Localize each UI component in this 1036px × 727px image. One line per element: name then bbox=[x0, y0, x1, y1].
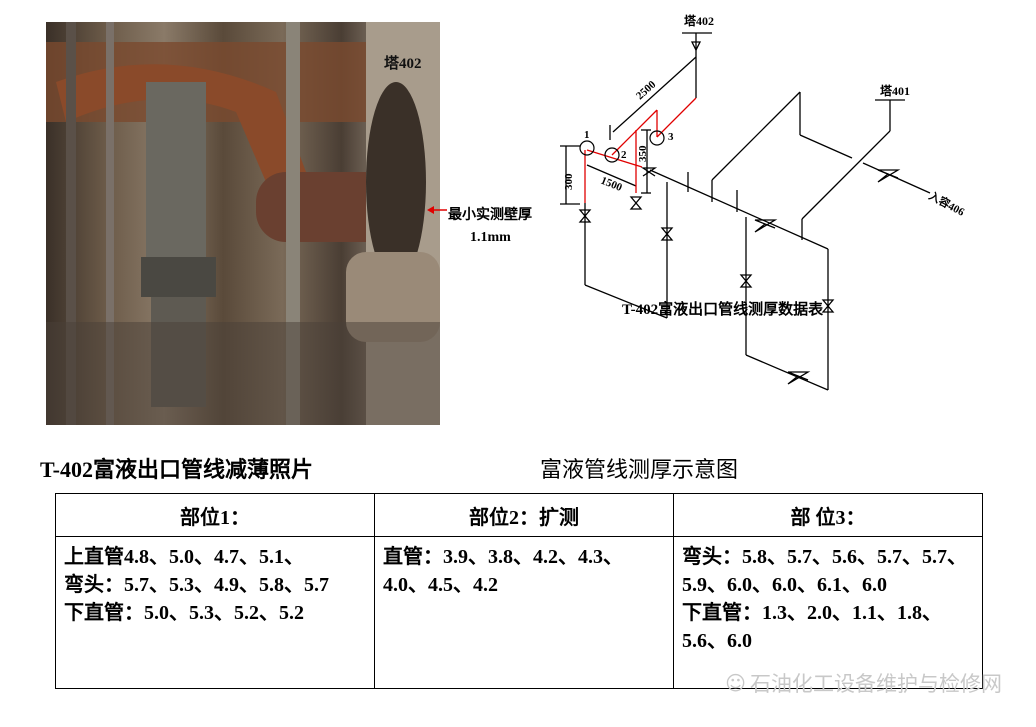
cell-location-2: 直管：3.9、3.8、4.2、4.3、4.0、4.5、4.2 bbox=[374, 536, 674, 689]
lower-straight-readings: 下直管：1.3、2.0、1.1、1.8、5.6、6.0 bbox=[682, 602, 942, 652]
watermark-text: 石油化工设备维护与检修网 bbox=[750, 672, 1002, 696]
header-location-3: 部 位3： bbox=[673, 493, 983, 537]
lower-straight-readings: 下直管：5.0、5.3、5.2、5.2 bbox=[64, 602, 304, 624]
point-2-label: 2 bbox=[621, 149, 627, 161]
min-thickness-value: 1.1mm bbox=[470, 230, 511, 245]
dim-2500: 2500 bbox=[634, 78, 659, 102]
header-location-2: 部位2：扩测 bbox=[374, 493, 674, 537]
tower-402-label: 塔402 bbox=[384, 56, 422, 72]
point-1-marker bbox=[579, 140, 595, 156]
straight-readings: 直管：3.9、3.8、4.2、4.3、4.0、4.5、4.2 bbox=[383, 546, 623, 596]
thickness-table: 部位1： 部位2：扩测 部 位3： 上直管4.8、5.0、4.7、5.1、 弯头… bbox=[55, 493, 983, 689]
pipe-photo-drawing bbox=[46, 22, 440, 425]
piping-diagram: 塔402 塔401 入容406 1 2 3 2500 1500 350 300 bbox=[560, 13, 968, 391]
pipe-photo: 塔402 bbox=[46, 22, 440, 425]
elbow-readings: 弯头：5.8、5.7、5.6、5.7、5.7、5.9、6.0、6.0、6.1、6… bbox=[682, 546, 967, 596]
header-location-1: 部位1： bbox=[55, 493, 375, 537]
wechat-icon: ☺ bbox=[725, 671, 746, 695]
point-3-marker bbox=[649, 130, 665, 146]
photo-caption: T-402富液出口管线减薄照片 bbox=[40, 457, 313, 482]
min-thickness-label: 最小实测壁厚 bbox=[448, 208, 532, 223]
watermark: ☺ 石油化工设备维护与检修网 bbox=[725, 668, 1002, 698]
point-1-label: 1 bbox=[584, 129, 590, 141]
diagram-caption: 富液管线测厚示意图 bbox=[540, 457, 739, 482]
cell-location-1: 上直管4.8、5.0、4.7、5.1、 弯头：5.7、5.3、4.9、5.8、5… bbox=[55, 536, 375, 689]
elbow-readings: 弯头：5.7、5.3、4.9、5.8、5.7 bbox=[64, 574, 329, 596]
annotation-arrow bbox=[427, 206, 447, 214]
overlay-title: T-402富液出口管线测厚数据表 bbox=[622, 302, 824, 318]
cell-location-3: 弯头：5.8、5.7、5.6、5.7、5.7、5.9、6.0、6.0、6.1、6… bbox=[673, 536, 983, 689]
tower-401-text: 塔401 bbox=[880, 83, 910, 98]
tower-402-text: 塔402 bbox=[684, 13, 714, 28]
dim-300: 300 bbox=[563, 173, 575, 190]
point-2-marker bbox=[604, 147, 620, 163]
upper-straight-readings: 上直管4.8、5.0、4.7、5.1、 bbox=[64, 546, 304, 568]
outlet-text: 入容406 bbox=[927, 188, 968, 219]
measured-pipe-section bbox=[584, 97, 697, 203]
dim-350: 350 bbox=[637, 145, 649, 162]
dim-1500: 1500 bbox=[599, 175, 624, 195]
point-3-label: 3 bbox=[668, 131, 674, 143]
